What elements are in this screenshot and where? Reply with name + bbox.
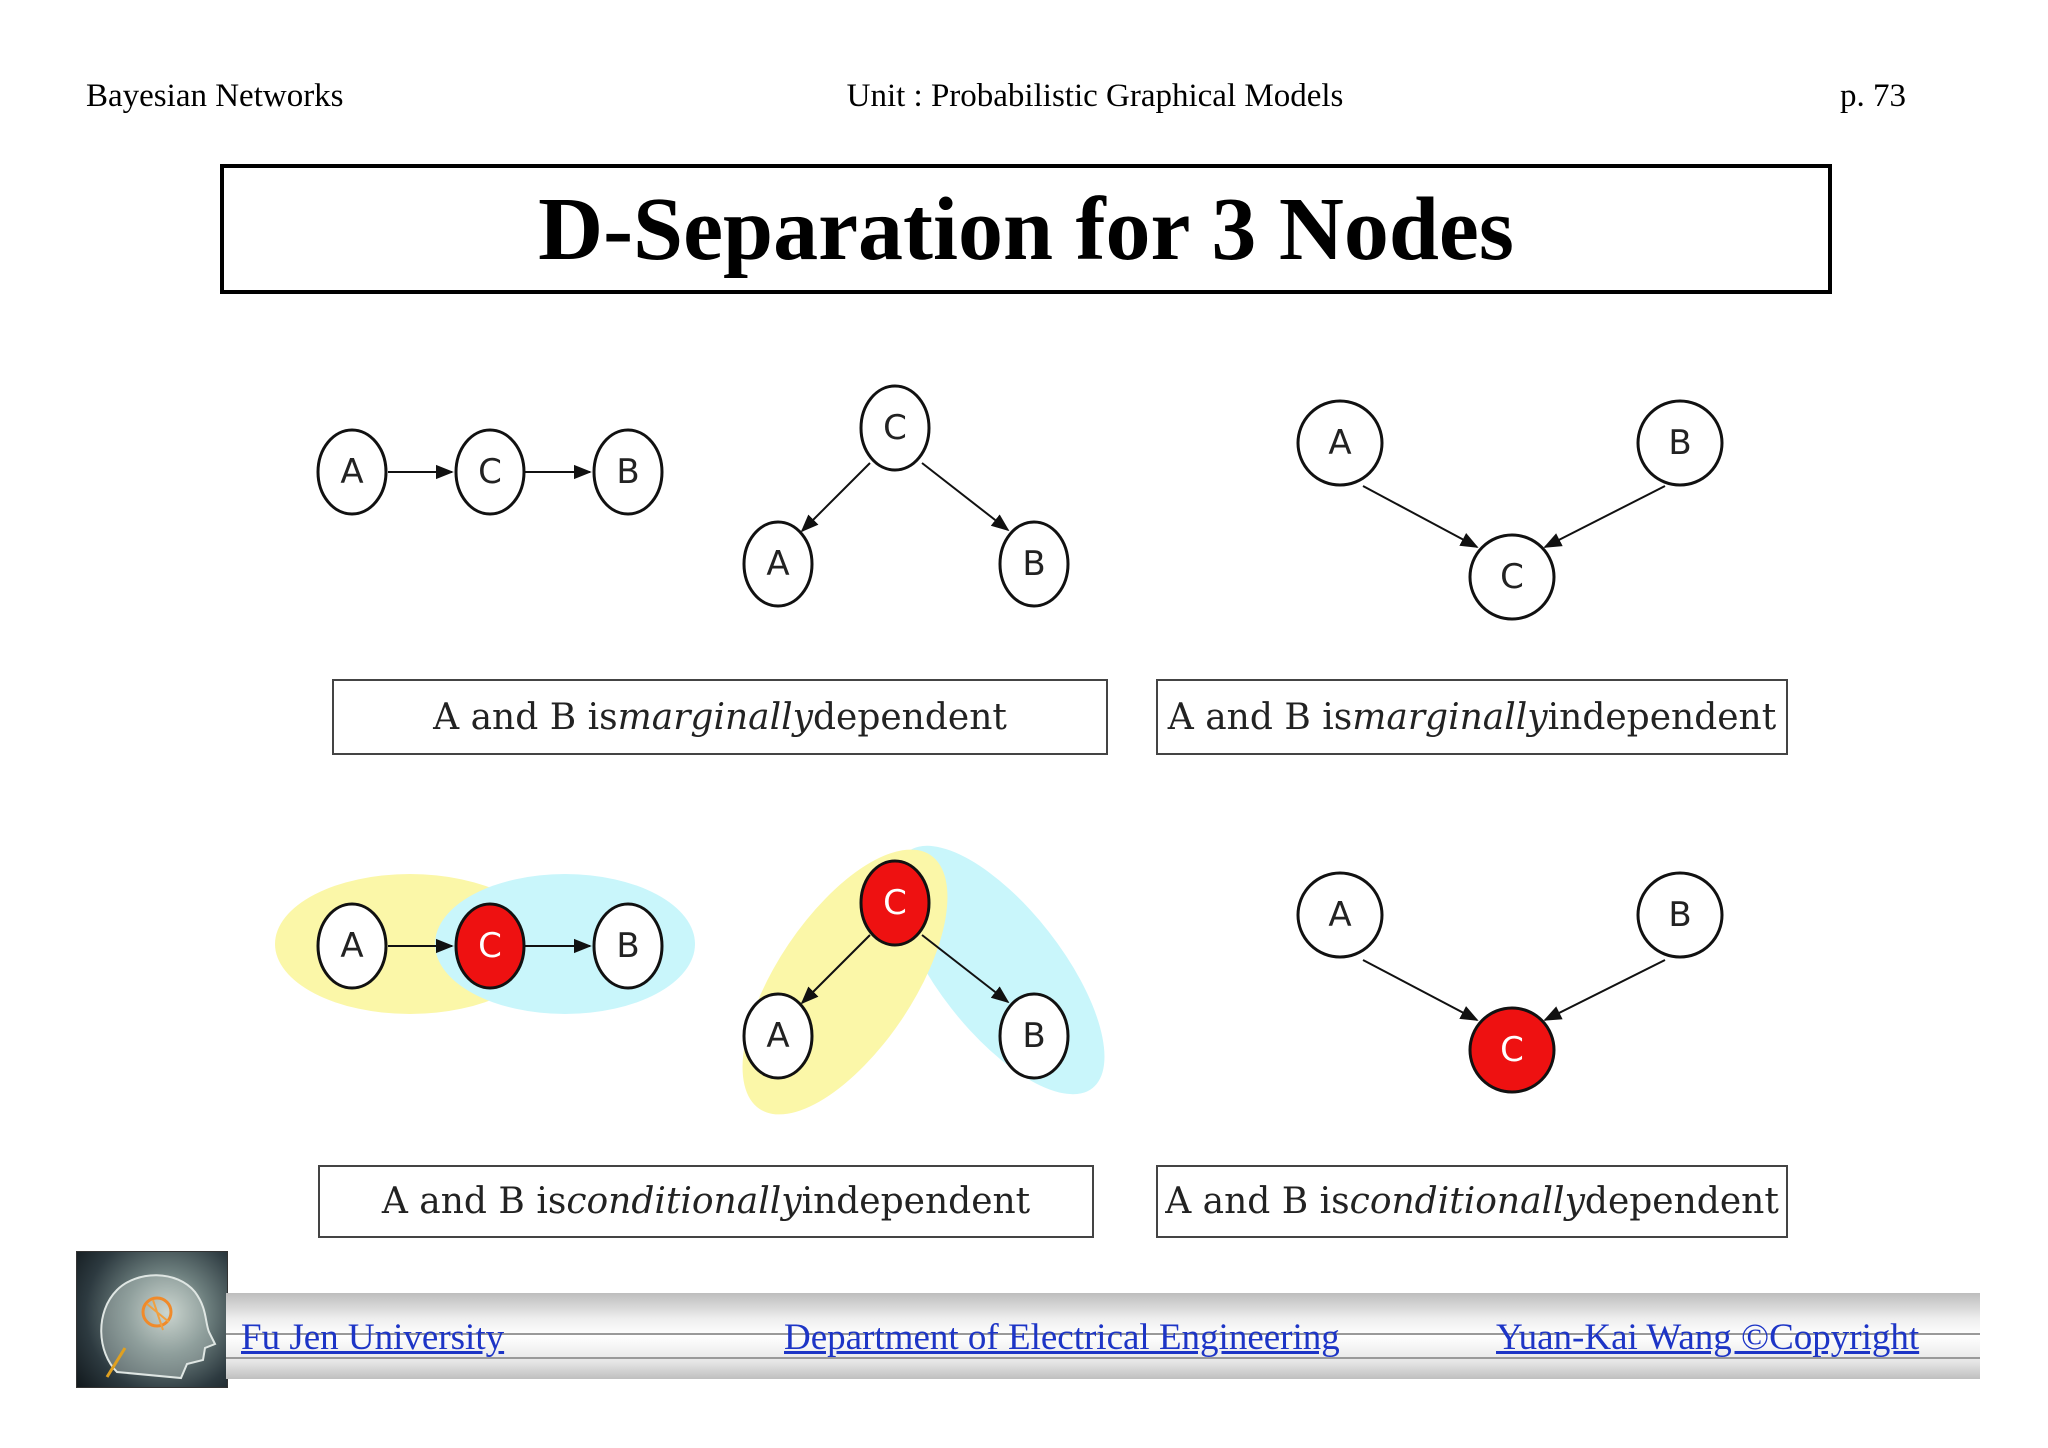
node-b-top-chain: B [592,428,664,516]
header-unit-title: Unit : Probabilistic Graphical Models [846,78,1344,114]
node-b-bottom-fork: B [998,992,1070,1080]
edge-c-b-bottom-fork [921,934,1010,1004]
head-icon [100,1274,217,1380]
svg-text:B: B [1022,1016,1045,1056]
edge-c-a-bottom-fork [800,934,871,1005]
svg-text:A: A [1328,895,1351,935]
svg-text:C: C [1500,557,1524,597]
node-c-bottom-fork-observed: C [859,859,931,947]
svg-text:B: B [616,452,639,492]
edge-b-c-top-collider [1543,485,1666,548]
footer-band [226,1293,1980,1379]
node-a-bottom-fork: A [742,992,814,1080]
node-b-bottom-chain: B [592,902,664,990]
node-a-top-collider: A [1296,399,1384,487]
node-a-top-chain: A [316,428,388,516]
svg-text:C: C [883,883,907,923]
slide-footer: Fu Jen University Department of Electric… [76,1251,1980,1388]
svg-text:A: A [766,1016,789,1056]
node-a-bottom-chain: A [316,902,388,990]
svg-text:C: C [478,452,502,492]
node-a-top-fork: A [742,520,814,608]
caption-marginally-independent: A and B is marginally independent [1156,679,1788,755]
footer-link-copyright[interactable]: Yuan-Kai Wang ©Copyright [1496,1317,1920,1358]
svg-text:C: C [883,408,907,448]
footer-link-university[interactable]: Fu Jen University [241,1317,505,1358]
node-c-top-fork: C [859,384,931,472]
svg-text:A: A [340,452,363,492]
svg-text:C: C [1500,1030,1524,1070]
edge-a-c-top-collider [1362,485,1479,548]
node-b-bottom-collider: B [1636,871,1724,959]
svg-text:A: A [340,926,363,966]
caption-marginally-dependent: A and B is marginally dependent [332,679,1108,755]
header-page-number: p. 73 [1840,78,1906,114]
svg-text:B: B [1668,423,1691,463]
svg-text:B: B [1668,895,1691,935]
node-b-top-collider: B [1636,399,1724,487]
node-c-bottom-chain-observed: C [454,902,526,990]
footer-link-department[interactable]: Department of Electrical Engineering [784,1317,1340,1358]
caption-conditionally-dependent: A and B is conditionally dependent [1156,1165,1788,1238]
slide-title-box: D-Separation for 3 Nodes [220,164,1832,294]
university-logo-image [76,1251,228,1388]
footer-divider-bottom [226,1357,1980,1359]
node-a-bottom-collider: A [1296,871,1384,959]
caption-conditionally-independent: A and B is conditionally independent [318,1165,1094,1238]
header-course-title: Bayesian Networks [86,78,344,114]
node-c-bottom-collider-observed: C [1468,1006,1556,1094]
edge-a-c-bottom-collider [1362,959,1479,1021]
svg-text:B: B [616,926,639,966]
node-b-top-fork: B [998,520,1070,608]
edge-c-a-top-fork [800,462,871,533]
node-c-top-collider: C [1468,533,1556,621]
footer-divider-top [226,1333,1980,1335]
svg-text:A: A [766,544,789,584]
svg-text:C: C [478,926,502,966]
svg-text:A: A [1328,423,1351,463]
edge-b-c-bottom-collider [1543,959,1666,1021]
svg-text:B: B [1022,544,1045,584]
edge-c-b-top-fork [921,462,1010,532]
slide-title: D-Separation for 3 Nodes [538,179,1514,279]
node-c-top-chain: C [454,428,526,516]
